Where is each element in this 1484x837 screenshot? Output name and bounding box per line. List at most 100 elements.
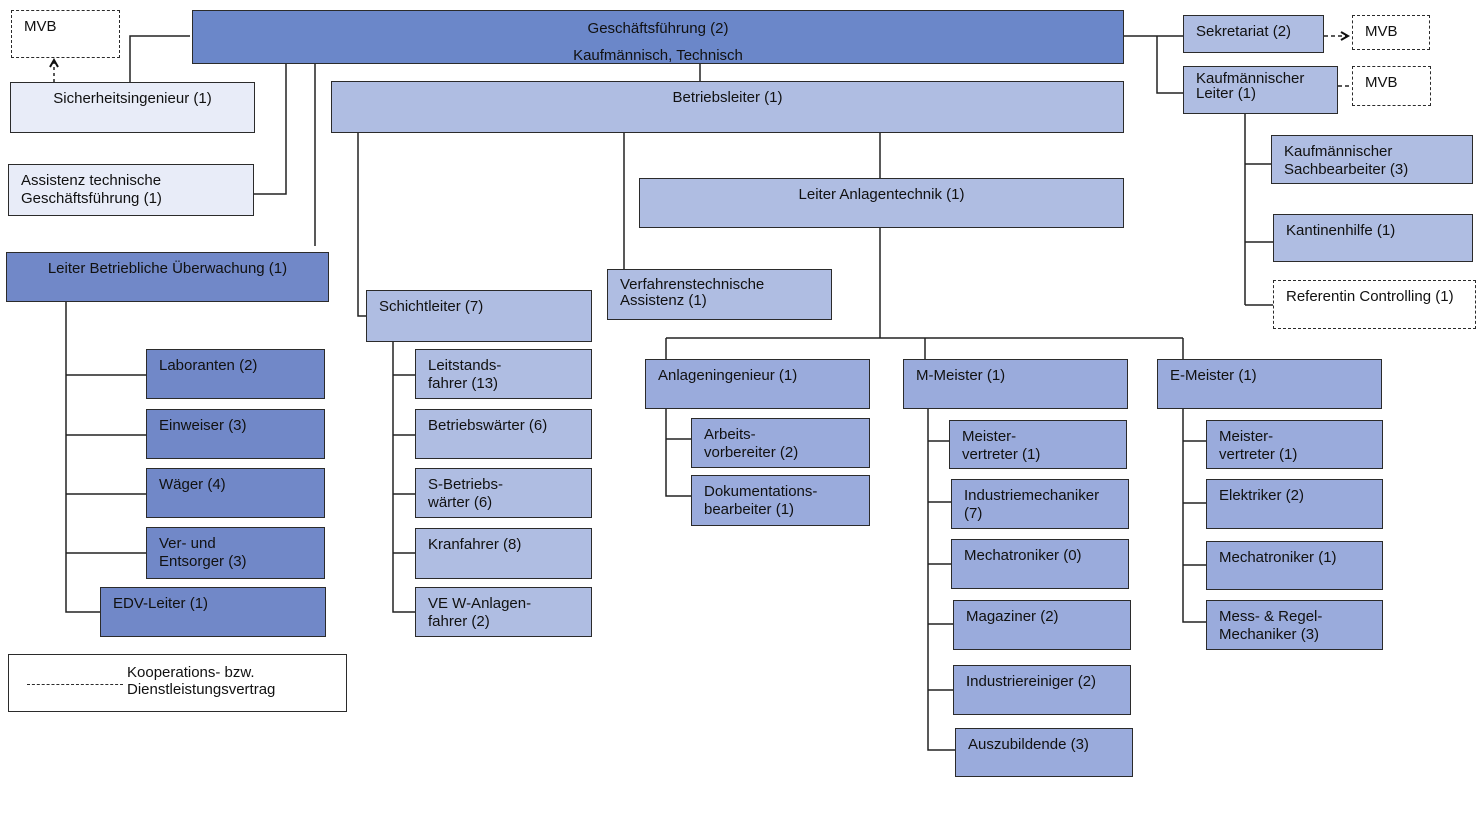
laboranten-box: Laboranten (2) [146, 349, 325, 399]
magaziner-label: Magaziner (2) [966, 608, 1059, 625]
e-meistervertreter-line1: Meister- [1219, 428, 1274, 445]
legend-text: Kooperations- bzw. Dienstleistungsvertra… [127, 664, 275, 698]
sekretariat-label: Sekretariat (2) [1196, 23, 1292, 40]
m-meistervertreter-line1: Meister- [962, 428, 1017, 445]
mvb-box-left: MVB [11, 10, 120, 58]
legend-box: Kooperations- bzw. Dienstleistungsvertra… [8, 654, 347, 712]
sicherheitsingenieur-box: Sicherheitsingenieur (1) [10, 82, 255, 133]
legend-dashed-line [27, 684, 123, 685]
ver-und-entsorger-line1: Ver- und [159, 535, 216, 552]
m-meistervertreter-box: Meister- vertreter (1) [949, 420, 1127, 469]
m-meister-box: M-Meister (1) [903, 359, 1128, 409]
waeger-box: Wäger (4) [146, 468, 325, 518]
edv-leiter-label: EDV-Leiter (1) [113, 595, 209, 612]
mvb-label: MVB [1365, 23, 1398, 40]
kranfahrer-label: Kranfahrer (8) [428, 536, 522, 553]
kaufmaennischer-sachbearbeiter-box: Kaufmännischer Sachbearbeiter (3) [1271, 135, 1473, 184]
kaufmaennischer-leiter-line1: Kaufmännischer [1196, 70, 1305, 87]
mvb-label: MVB [24, 18, 57, 35]
dokumentationsbearbeiter-line1: Dokumentations- [704, 483, 818, 500]
e-meistervertreter-box: Meister- vertreter (1) [1206, 420, 1383, 469]
auszubildende-box: Auszubildende (3) [955, 728, 1133, 777]
s-betriebswaerter-line1: S-Betriebs- [428, 476, 504, 493]
leiter-betriebliche-ueberwachung-box: Leiter Betriebliche Überwachung (1) [6, 252, 329, 302]
mess-regel-line2: Mechaniker (3) [1219, 626, 1320, 643]
dokumentationsbearbeiter-line2: bearbeiter (1) [704, 501, 795, 518]
mess-regel-line1: Mess- & Regel- [1219, 608, 1323, 625]
leiter-betriebliche-ueberwachung-label: Leiter Betriebliche Überwachung (1) [47, 260, 288, 277]
betriebsleiter-label: Betriebsleiter (1) [672, 89, 783, 106]
schichtleiter-box: Schichtleiter (7) [366, 290, 592, 342]
arbeitsvorbereiter-box: Arbeits- vorbereiter (2) [691, 418, 870, 468]
kaufmaennischer-sachbearbeiter-line2: Sachbearbeiter (3) [1284, 161, 1409, 178]
betriebsleiter-box: Betriebsleiter (1) [331, 81, 1124, 133]
vew-anlagenfahrer-box: VE W-Anlagen- fahrer (2) [415, 587, 592, 637]
vew-anlagenfahrer-line1: VE W-Anlagen- [428, 595, 532, 612]
betriebswaerter-box: Betriebswärter (6) [415, 409, 592, 459]
referentin-controlling-box: Referentin Controlling (1) [1273, 280, 1476, 329]
geschaeftsfuehrung-title: Geschäftsführung (2) [587, 20, 729, 37]
auszubildende-label: Auszubildende (3) [968, 736, 1089, 753]
assistenz-line2: Geschäftsführung (1) [21, 190, 162, 207]
mess-und-regelmechaniker-box: Mess- & Regel- Mechaniker (3) [1206, 600, 1383, 650]
m-meistervertreter-line2: vertreter (1) [962, 446, 1041, 463]
s-betriebswaerter-box: S-Betriebs- wärter (6) [415, 468, 592, 518]
dokumentationsbearbeiter-box: Dokumentations- bearbeiter (1) [691, 475, 870, 526]
kranfahrer-box: Kranfahrer (8) [415, 528, 592, 579]
leitstandsfahrer-line2: fahrer (13) [428, 375, 499, 392]
elektriker-label: Elektriker (2) [1219, 487, 1305, 504]
leitstandsfahrer-line1: Leitstands- [428, 357, 502, 374]
anlageningenieur-box: Anlageningenieur (1) [645, 359, 870, 409]
industriemechaniker-box: Industriemechaniker (7) [951, 479, 1129, 529]
leiter-anlagentechnik-box: Leiter Anlagentechnik (1) [639, 178, 1124, 228]
kaufmaennischer-leiter-box: Kaufmännischer Leiter (1) [1183, 66, 1338, 114]
verfahrenstechnische-line2: Assistenz (1) [620, 292, 707, 309]
referentin-controlling-label: Referentin Controlling (1) [1286, 288, 1454, 305]
industriemechaniker-line2: (7) [964, 505, 983, 522]
arbeitsvorbereiter-line1: Arbeits- [704, 426, 756, 443]
laboranten-label: Laboranten (2) [159, 357, 258, 374]
mvb-box-kaufmaennisch: MVB [1352, 66, 1431, 106]
leiter-anlagentechnik-label: Leiter Anlagentechnik (1) [798, 186, 965, 203]
kantinenhilfe-label: Kantinenhilfe (1) [1286, 222, 1396, 239]
e-meister-box: E-Meister (1) [1157, 359, 1382, 409]
ver-und-entsorger-line2: Entsorger (3) [159, 553, 247, 570]
verfahrenstechnische-assistenz-box: Verfahrenstechnische Assistenz (1) [607, 269, 832, 320]
anlageningenieur-label: Anlageningenieur (1) [658, 367, 798, 384]
e-meistervertreter-line2: vertreter (1) [1219, 446, 1298, 463]
mechatroniker-e-label: Mechatroniker (1) [1219, 549, 1337, 566]
ver-und-entsorger-box: Ver- und Entsorger (3) [146, 527, 325, 579]
einweiser-box: Einweiser (3) [146, 409, 325, 459]
sicherheitsingenieur-label: Sicherheitsingenieur (1) [53, 90, 212, 107]
m-meister-label: M-Meister (1) [916, 367, 1006, 384]
magaziner-box: Magaziner (2) [953, 600, 1131, 650]
mvb-box-sekretariat: MVB [1352, 15, 1430, 50]
industriemechaniker-line1: Industriemechaniker [964, 487, 1100, 504]
e-meister-label: E-Meister (1) [1170, 367, 1257, 384]
s-betriebswaerter-line2: wärter (6) [428, 494, 493, 511]
verfahrenstechnische-line1: Verfahrenstechnische [620, 276, 765, 293]
assistenz-line1: Assistenz technische [21, 172, 162, 189]
mechatroniker-e-box: Mechatroniker (1) [1206, 541, 1383, 590]
elektriker-box: Elektriker (2) [1206, 479, 1383, 529]
mechatroniker-m-box: Mechatroniker (0) [951, 539, 1129, 589]
leitstandsfahrer-box: Leitstands- fahrer (13) [415, 349, 592, 399]
sekretariat-box: Sekretariat (2) [1183, 15, 1324, 53]
kaufmaennischer-leiter-line2: Leiter (1) [1196, 85, 1257, 102]
legend-line1: Kooperations- bzw. [127, 664, 255, 681]
assistenz-technische-gf-box: Assistenz technische Geschäftsführung (1… [8, 164, 254, 216]
schichtleiter-label: Schichtleiter (7) [379, 298, 484, 315]
kantinenhilfe-box: Kantinenhilfe (1) [1273, 214, 1473, 262]
einweiser-label: Einweiser (3) [159, 417, 247, 434]
edv-leiter-box: EDV-Leiter (1) [100, 587, 326, 637]
arbeitsvorbereiter-line2: vorbereiter (2) [704, 444, 799, 461]
geschaeftsfuehrung-box: Geschäftsführung (2) Kaufmännisch, Techn… [192, 10, 1124, 64]
industriereiniger-box: Industriereiniger (2) [953, 665, 1131, 715]
vew-anlagenfahrer-line2: fahrer (2) [428, 613, 490, 630]
legend-line2: Dienstleistungsvertrag [127, 681, 276, 698]
mvb-label: MVB [1365, 74, 1398, 91]
waeger-label: Wäger (4) [159, 476, 226, 493]
betriebswaerter-label: Betriebswärter (6) [428, 417, 548, 434]
industriereiniger-label: Industriereiniger (2) [966, 673, 1097, 690]
